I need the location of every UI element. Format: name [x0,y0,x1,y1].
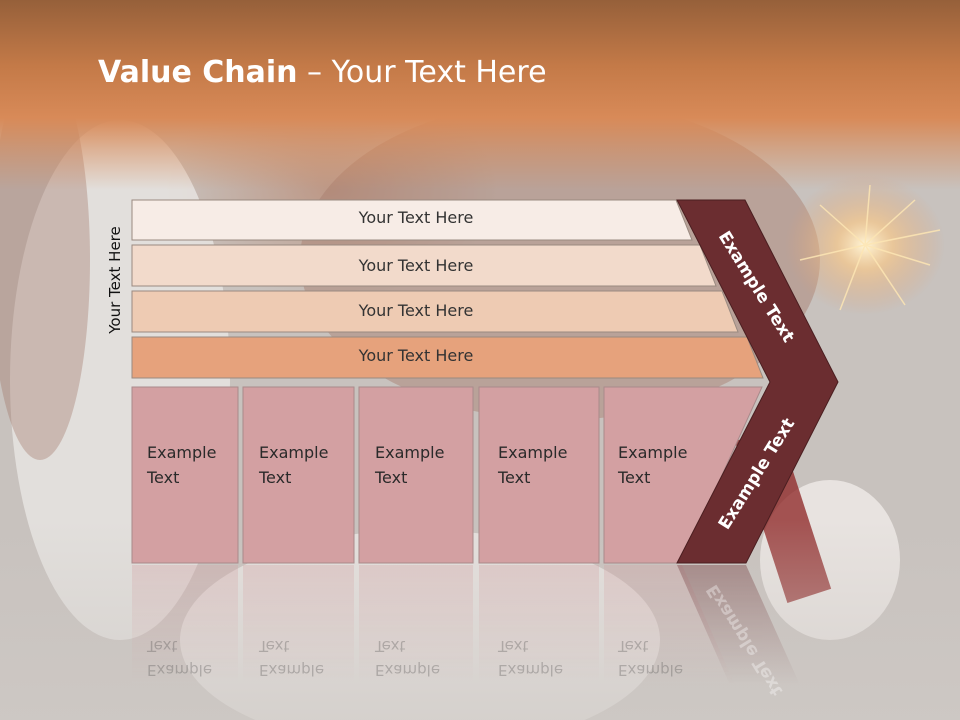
bar-1-label: Your Text Here [358,208,474,227]
box-1-text: Example Text [147,440,216,490]
box-5-reflection-line-1: Example [618,661,684,679]
box-3-shape [358,386,474,564]
box-3-reflection-line-2: Text [375,637,406,655]
box-1-line-1: Example [147,443,217,462]
box-2-reflection: Example Text [259,634,324,682]
title-band [0,0,960,190]
slide-title: Value Chain – Your Text Here [98,50,547,96]
box-5-reflection-line-2: Text [618,637,649,655]
bar-3-shape [131,290,739,333]
box-3-line-2: Text [375,468,408,487]
box-4-shape [478,386,600,564]
box-4-line-2: Text [498,468,531,487]
box-5-line-2: Text [618,468,651,487]
chevron-arrow-shape [676,199,839,564]
slide-title-bold: Value Chain [98,55,298,90]
box-4-text: Example Text [498,440,567,490]
bar-4-shape [131,336,764,379]
box-4-reflection: Example Text [498,634,563,682]
box-2-reflection-line-1: Example [259,661,325,679]
box-4-reflection-line-2: Text [498,637,529,655]
box-4-line-1: Example [498,443,568,462]
box-3-line-1: Example [375,443,445,462]
box-1-reflection-line-2: Text [147,637,178,655]
box-3-reflection-line-1: Example [375,661,441,679]
reflection-group [132,565,800,685]
box-2-text: Example Text [259,440,328,490]
box-2-shape [242,386,355,564]
bar-2-label: Your Text Here [358,256,474,275]
box-2-reflection-line-2: Text [259,637,290,655]
box-5-text: Example Text [618,440,687,490]
box-3-text: Example Text [375,440,444,490]
bar-3-label: Your Text Here [358,301,474,320]
box-1-reflection-line-1: Example [147,661,213,679]
box-1-line-2: Text [147,468,180,487]
box-2-line-1: Example [259,443,329,462]
box-5-line-1: Example [618,443,688,462]
box-4-reflection-line-1: Example [498,661,564,679]
bar-4-label: Your Text Here [358,346,474,365]
box-3-reflection: Example Text [375,634,440,682]
box-1-shape [131,386,239,564]
slide-title-rest: – Your Text Here [297,55,547,90]
bar-2-shape [131,244,717,287]
box-2-line-2: Text [259,468,292,487]
box-5-reflection: Example Text [618,634,683,682]
box-1-reflection: Example Text [147,634,212,682]
bar-1-shape [131,199,693,241]
